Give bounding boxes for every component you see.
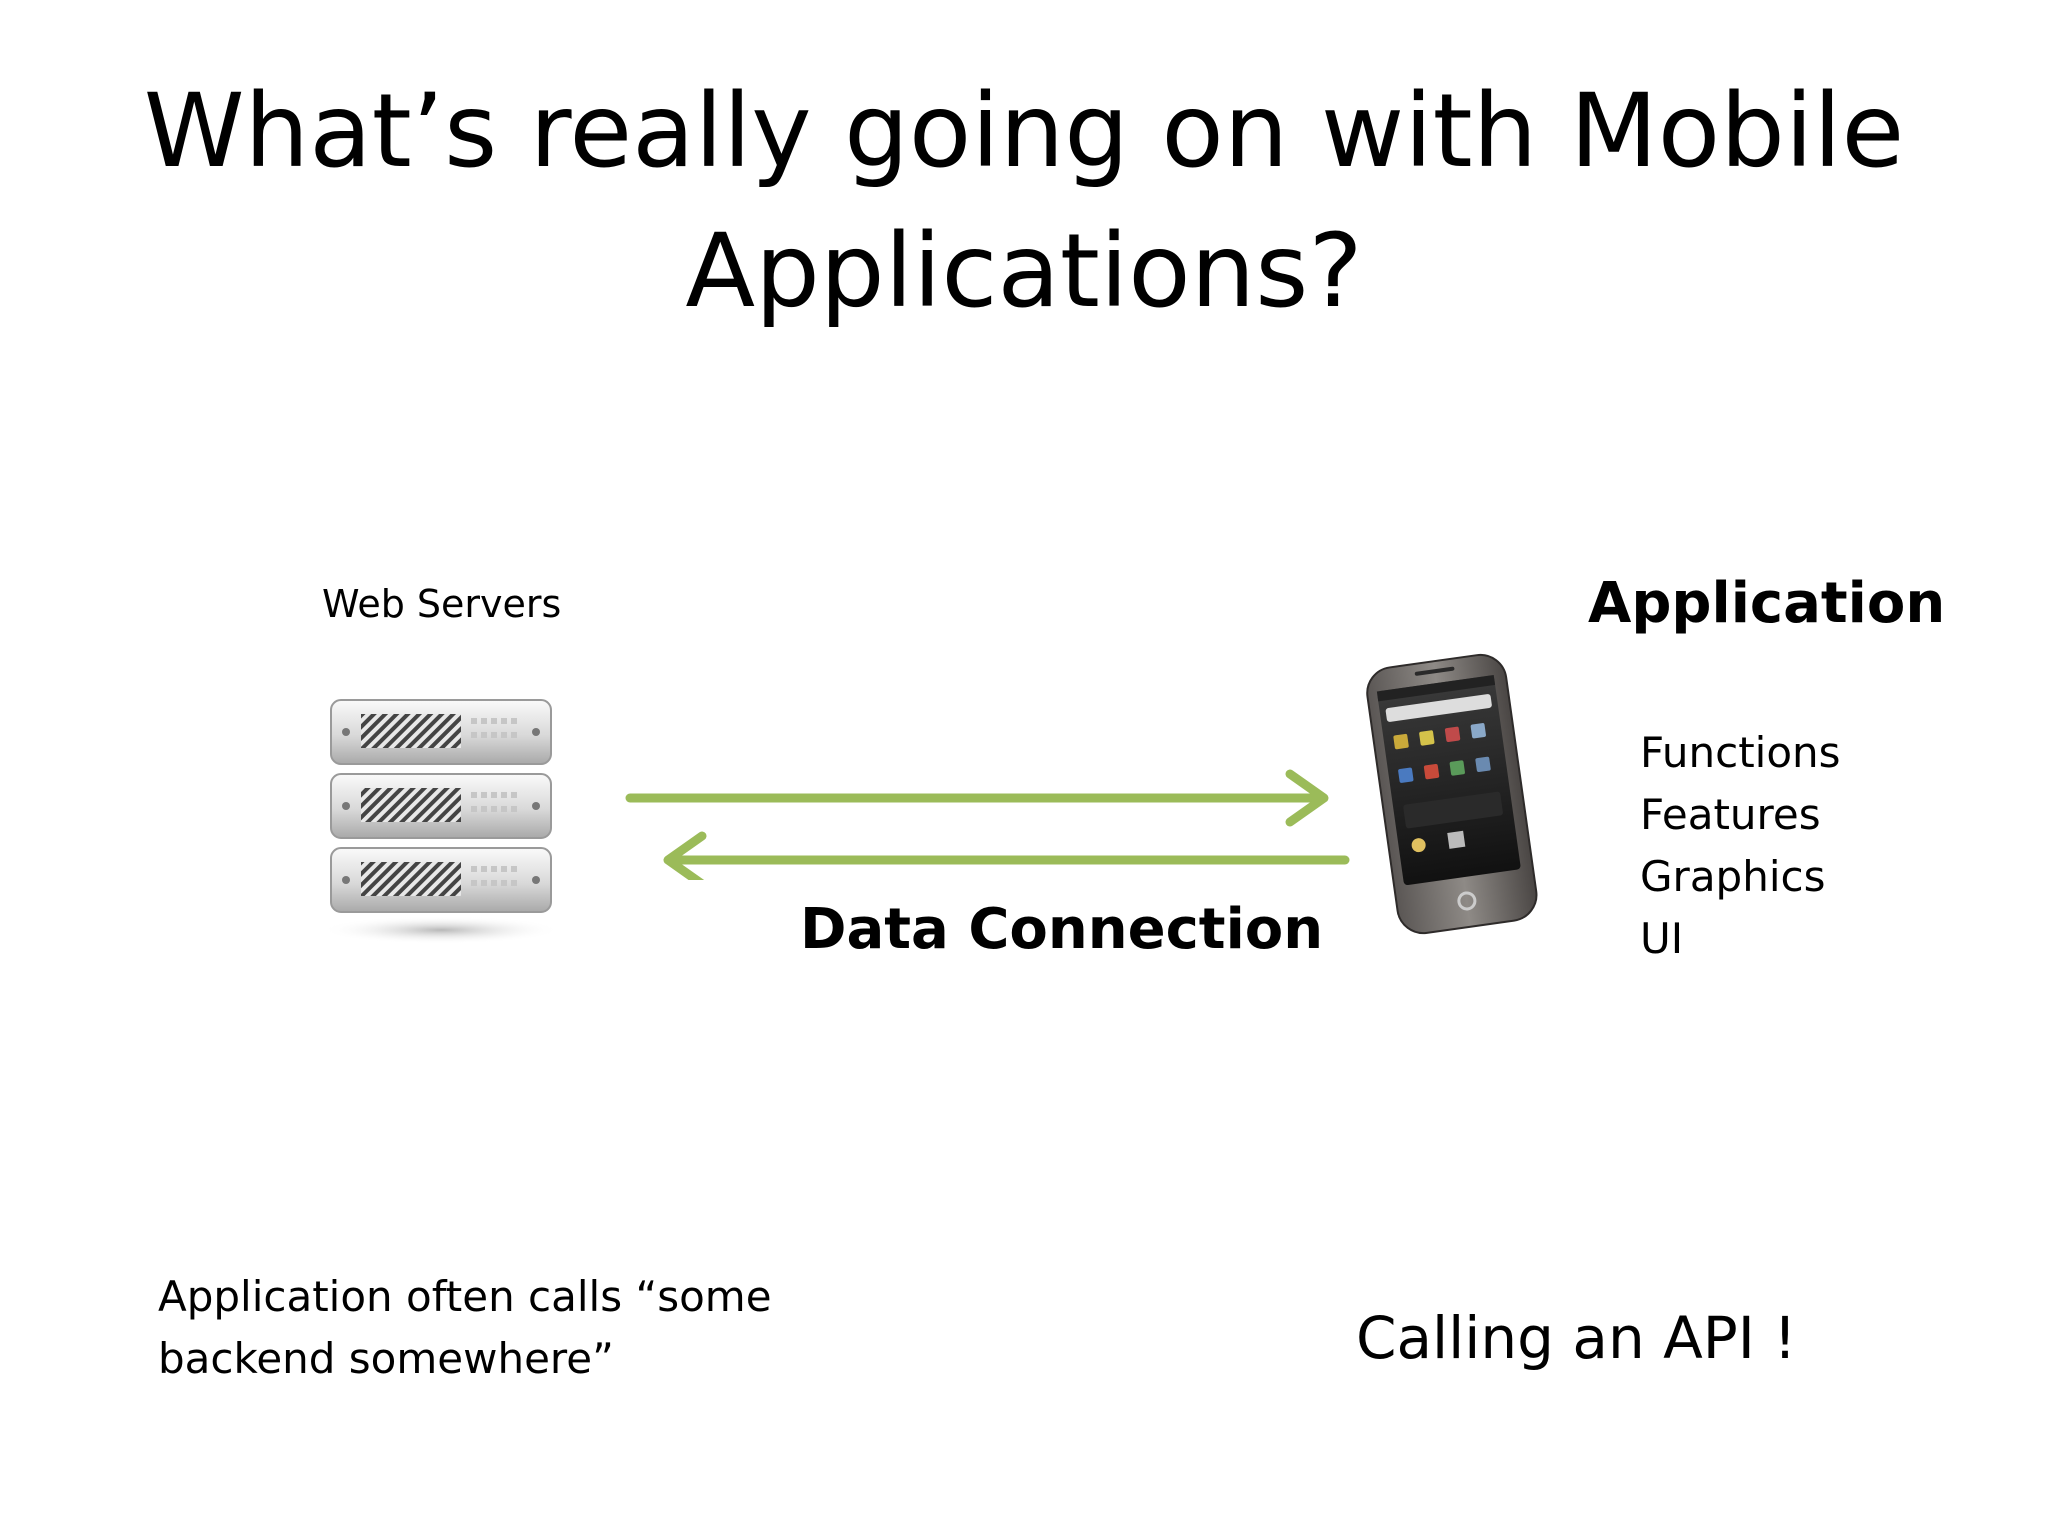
arrow-to-servers <box>663 831 1350 880</box>
data-connection-arrows <box>625 769 1350 880</box>
server-unit-2 <box>330 773 552 839</box>
slide-title: What’s really going on with Mobile Appli… <box>0 62 2048 342</box>
feature-item-graphics: Graphics <box>1640 852 1826 901</box>
backend-note-line-1: Application often calls “some <box>158 1272 772 1321</box>
server-rack-icon <box>321 699 561 944</box>
feature-item-features: Features <box>1640 790 1821 839</box>
backend-note-line-2: backend somewhere” <box>158 1334 614 1383</box>
smartphone-icon <box>1366 653 1538 935</box>
feature-item-functions: Functions <box>1640 728 1841 777</box>
web-servers-label: Web Servers <box>322 582 562 626</box>
feature-item-ui: UI <box>1640 914 1684 963</box>
slide-title-line-2: Applications? <box>685 212 1363 331</box>
slide-title-line-1: What’s really going on with Mobile <box>143 72 1905 191</box>
server-unit-1 <box>330 699 552 765</box>
calling-api-callout: Calling an API ! <box>1356 1304 1797 1372</box>
feature-list: Functions Features Graphics UI <box>1640 722 1841 970</box>
data-connection-label: Data Connection <box>800 897 1324 962</box>
arrow-to-phone <box>625 769 1329 827</box>
server-unit-3 <box>330 847 552 913</box>
application-label: Application <box>1588 571 1946 636</box>
backend-note: Application often calls “some backend so… <box>158 1266 838 1390</box>
